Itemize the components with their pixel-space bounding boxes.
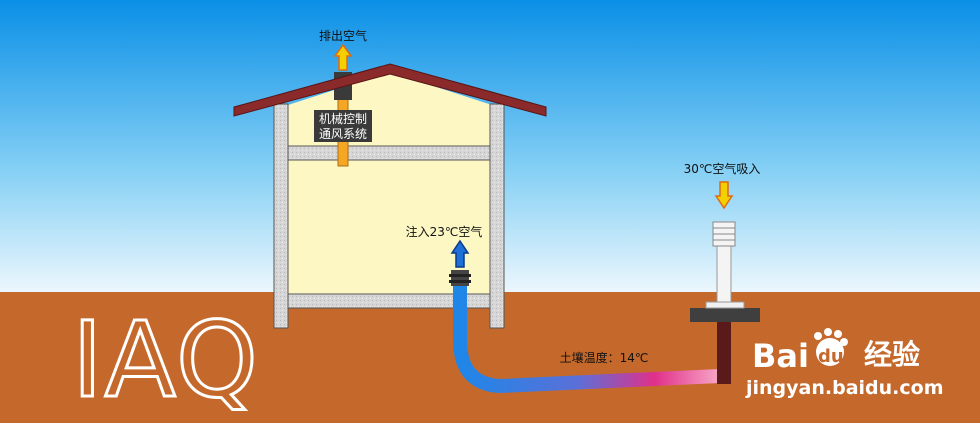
intake-stack-pipe	[716, 243, 732, 303]
intake-air-arrow-icon	[714, 181, 734, 210]
soil-temperature-label: 土壤温度：14℃	[560, 350, 649, 365]
watermark-url: jingyan.baidu.com	[745, 377, 944, 399]
watermark-brand-suffix: du	[818, 346, 844, 367]
house-right-wall	[489, 103, 505, 329]
baidu-watermark: Bai du 经验 jingyan.baidu.com	[745, 328, 944, 399]
house-upper-floor	[287, 145, 491, 161]
house-ground-floor	[287, 293, 491, 309]
injected-air-label: 注入23℃空气	[406, 224, 483, 239]
intake-collar	[705, 301, 745, 309]
ventilation-system-label-1: 机械控制	[319, 111, 367, 126]
intake-air-label: 30℃空气吸入	[684, 161, 761, 176]
watermark-brand-cn: 经验	[864, 338, 920, 371]
injected-air-arrow-icon	[450, 239, 470, 268]
outlet-ring-1	[449, 274, 471, 277]
exhaust-air-label: 排出空气	[319, 28, 367, 43]
exhaust-arrow-icon	[333, 43, 353, 71]
ventilation-system-box	[314, 110, 372, 142]
house-roof	[233, 63, 547, 117]
floor-outlet-fitting	[451, 270, 469, 286]
earth-tube-pipe	[453, 286, 721, 394]
intake-base-plate	[690, 308, 760, 322]
house-left-wall	[273, 103, 289, 329]
ventilation-system-label-2: 通风系统	[319, 127, 367, 141]
intake-vertical-pipe	[717, 318, 731, 384]
paw-icon	[814, 328, 848, 366]
watermark-brand: Bai	[752, 337, 809, 375]
iaq-title: IAQ	[72, 299, 260, 421]
outlet-ring-2	[449, 280, 471, 283]
